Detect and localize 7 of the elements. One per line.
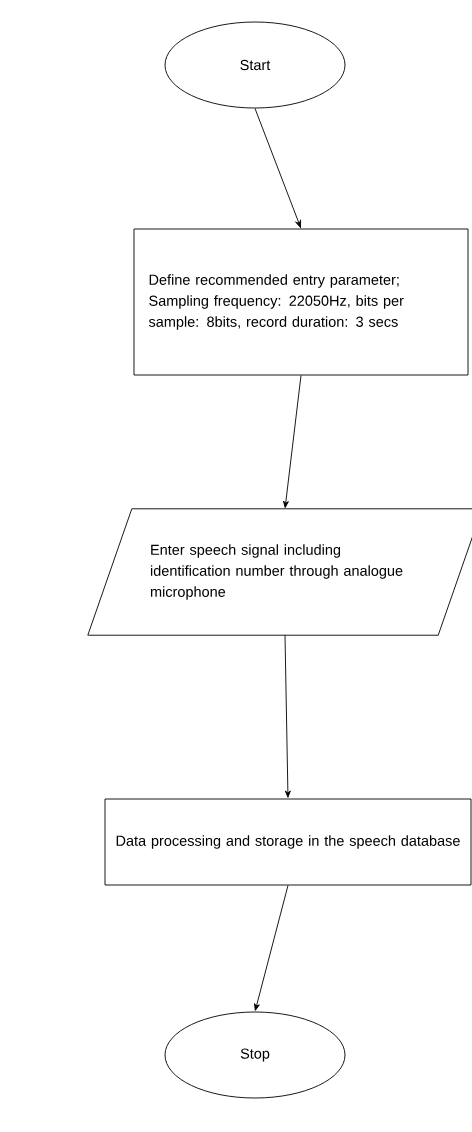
- arrow: [254, 885, 289, 1011]
- input-parallelogram: Enter speech signal including identification number through analogue microphone: [87, 508, 472, 636]
- process-box: Data processing and storage in the speech database: [104, 798, 472, 886]
- arrow: [283, 375, 302, 508]
- arrow: [254, 108, 302, 228]
- process-box: Define recommended entry parameter; Sampling frequency: 22050Hz, bits per sample: 8bits, record duration: 3 secs: [133, 228, 469, 376]
- arrow: [284, 634, 291, 798]
